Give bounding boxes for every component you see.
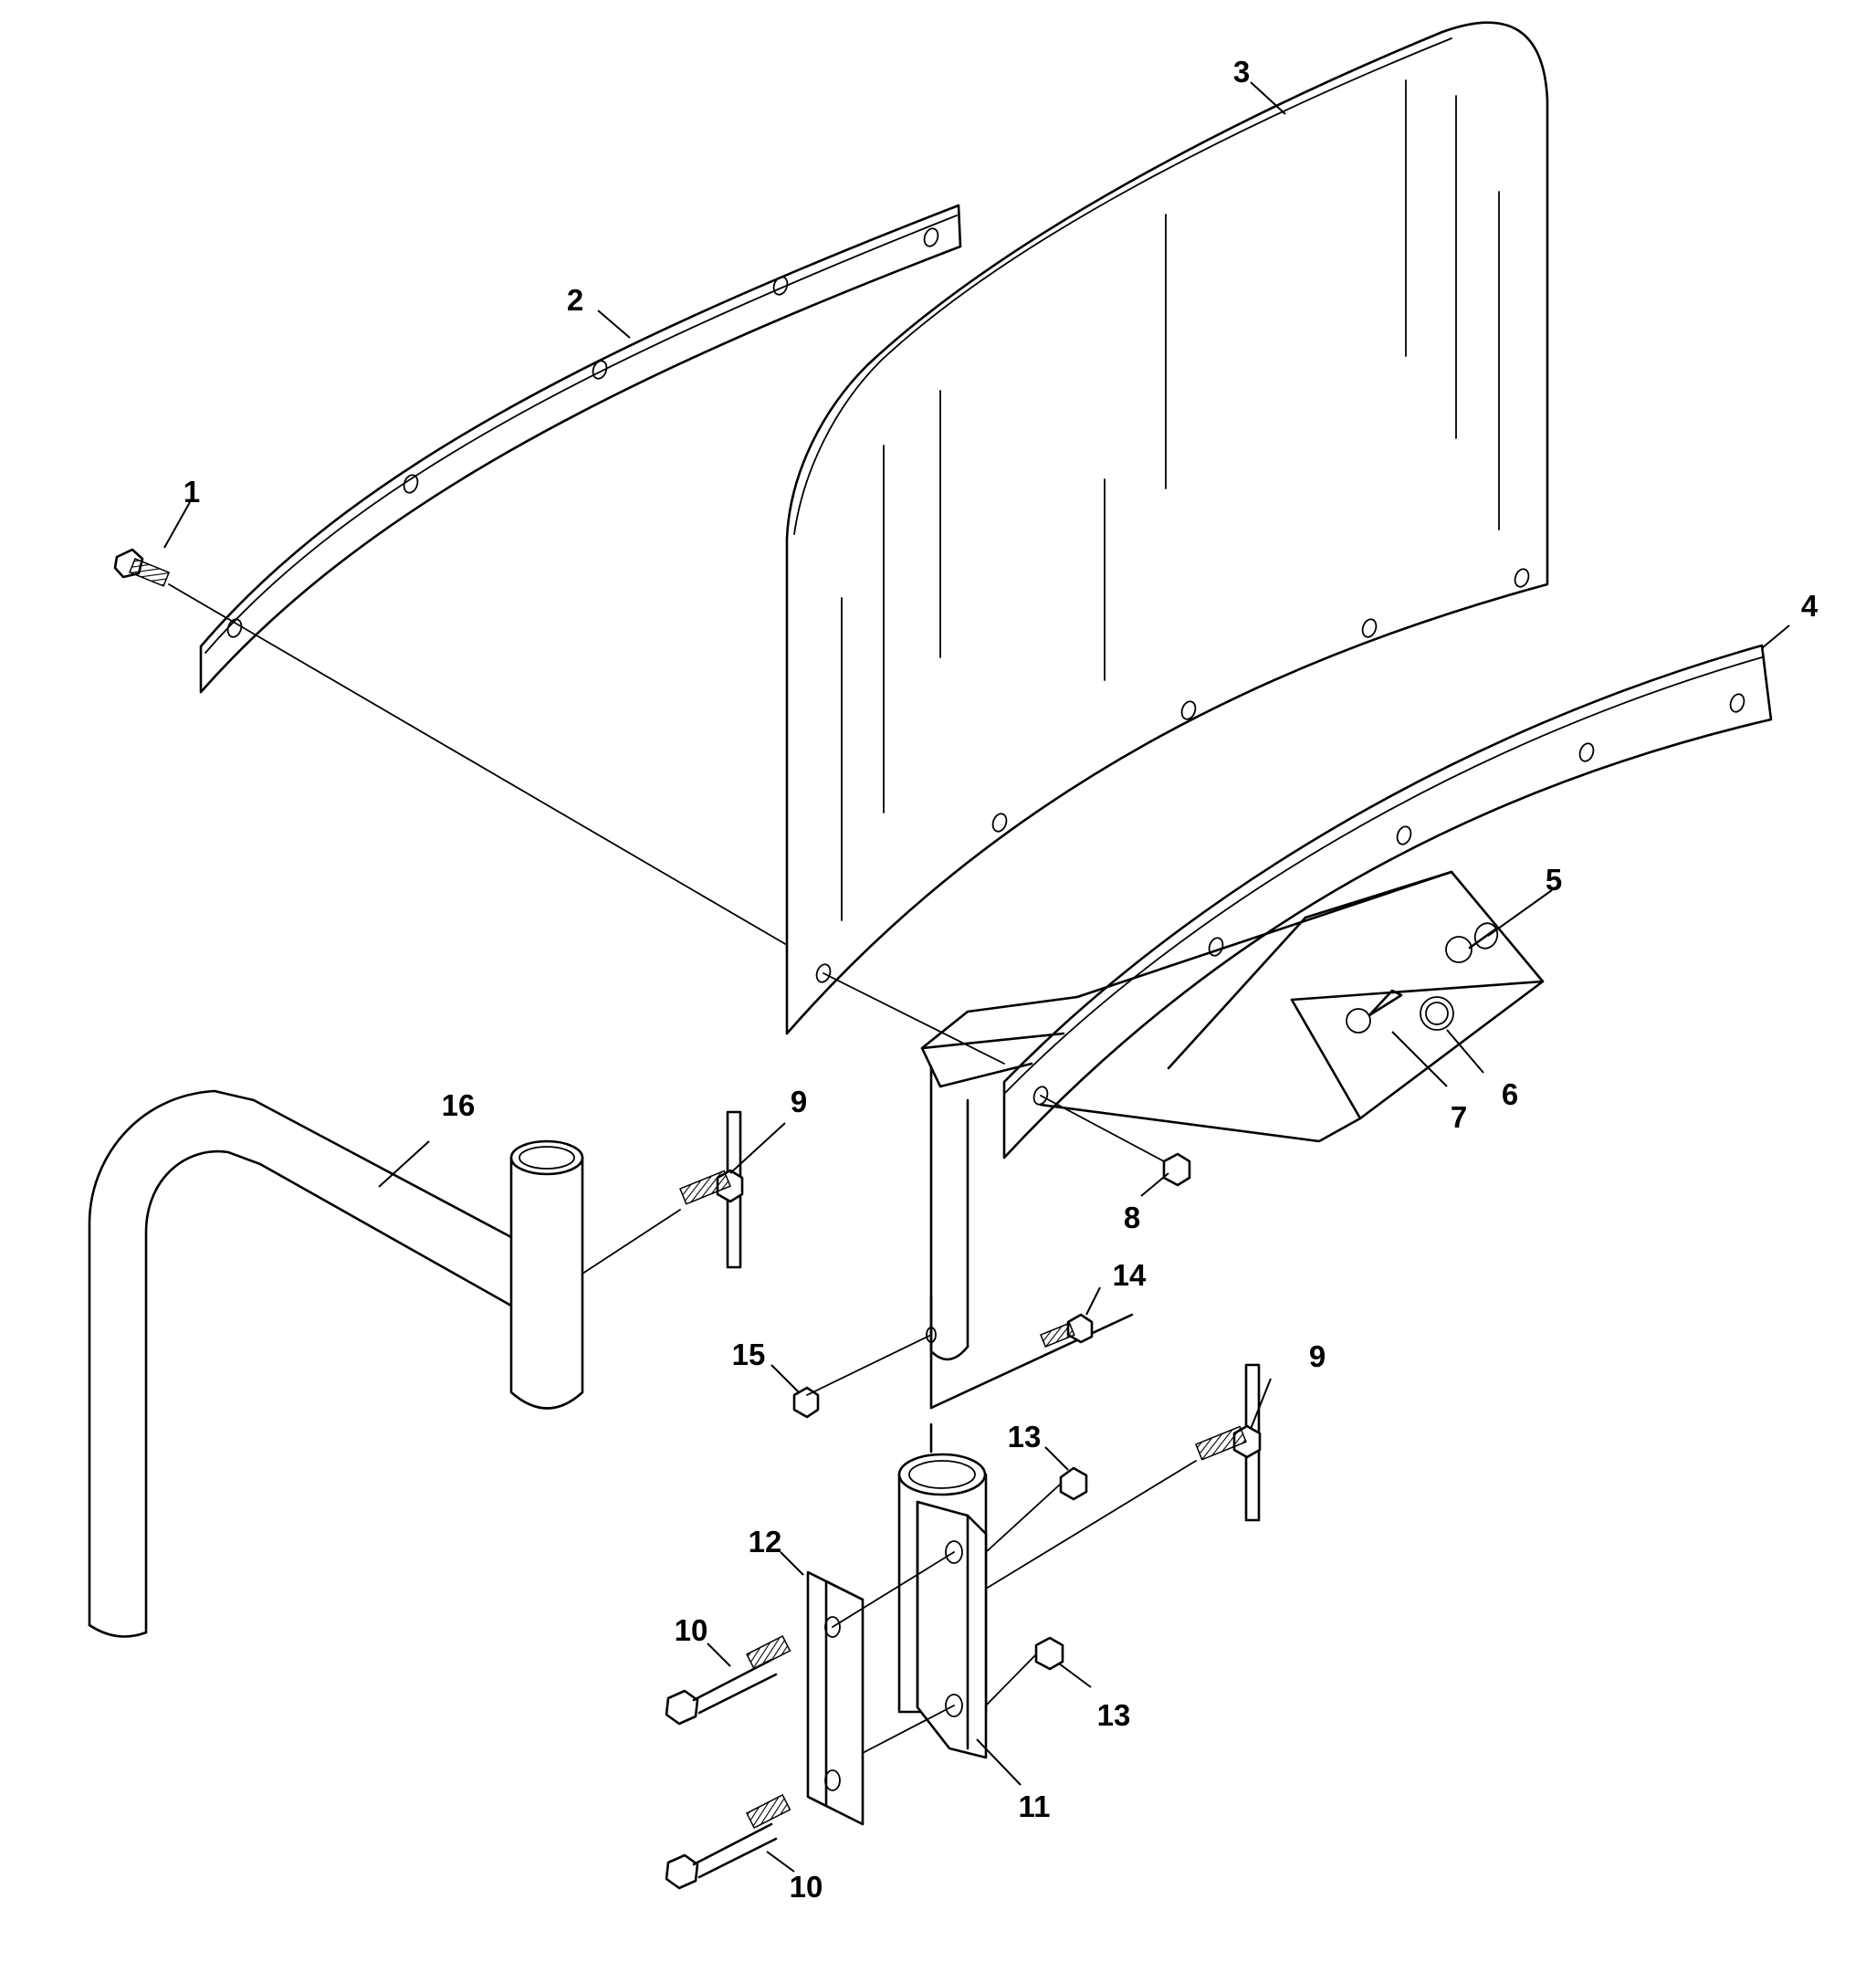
callout-14: 14 — [1113, 1258, 1147, 1292]
callout-16: 16 — [442, 1088, 476, 1122]
callout-12: 12 — [749, 1525, 782, 1558]
callout-8: 8 — [1124, 1201, 1140, 1234]
part-14-bolt — [1040, 1313, 1094, 1348]
callouts: 1 2 3 4 5 6 7 8 9 9 10 10 11 12 13 13 14… — [183, 55, 1818, 1904]
lower-tube-assembly — [806, 1422, 988, 1826]
callout-13-upper: 13 — [1008, 1420, 1042, 1454]
part-1-bolt — [113, 548, 171, 587]
part-9-t-handle-upper — [679, 1110, 744, 1269]
part-13-nut-upper — [1059, 1466, 1088, 1501]
callout-3: 3 — [1233, 55, 1250, 89]
callout-5: 5 — [1546, 863, 1562, 897]
part-13-nut-lower — [1034, 1636, 1064, 1671]
callout-10-lower: 10 — [790, 1870, 823, 1904]
part-10-bolt-upper — [665, 1635, 791, 1726]
callout-1: 1 — [183, 475, 200, 509]
part-15-nut — [792, 1386, 820, 1419]
callout-10-upper: 10 — [675, 1613, 708, 1647]
callout-9-upper: 9 — [791, 1085, 807, 1118]
part-16-handle — [88, 1089, 584, 1638]
callout-15: 15 — [732, 1338, 766, 1371]
callout-4: 4 — [1801, 589, 1818, 623]
callout-9-lower: 9 — [1309, 1339, 1326, 1373]
part-2-curved-strip — [199, 204, 962, 694]
assembly-lines — [168, 583, 1197, 1754]
callout-13-lower: 13 — [1097, 1698, 1131, 1732]
hardware — [113, 548, 1262, 1890]
callout-7: 7 — [1451, 1100, 1467, 1134]
callout-11: 11 — [1019, 1789, 1051, 1823]
callout-6: 6 — [1502, 1077, 1518, 1111]
part-12-plate — [806, 1570, 865, 1826]
callout-2: 2 — [567, 283, 583, 317]
part-8-nut — [1162, 1152, 1191, 1187]
mount-bracket-housing — [920, 870, 1545, 1410]
part-10-bolt-lower — [665, 1794, 791, 1890]
part-9-t-handle-lower — [1195, 1363, 1262, 1522]
leader-lines — [163, 81, 1790, 1873]
part-4-curved-strip — [1002, 644, 1773, 1160]
part-3-deflector-panel — [785, 21, 1549, 1035]
